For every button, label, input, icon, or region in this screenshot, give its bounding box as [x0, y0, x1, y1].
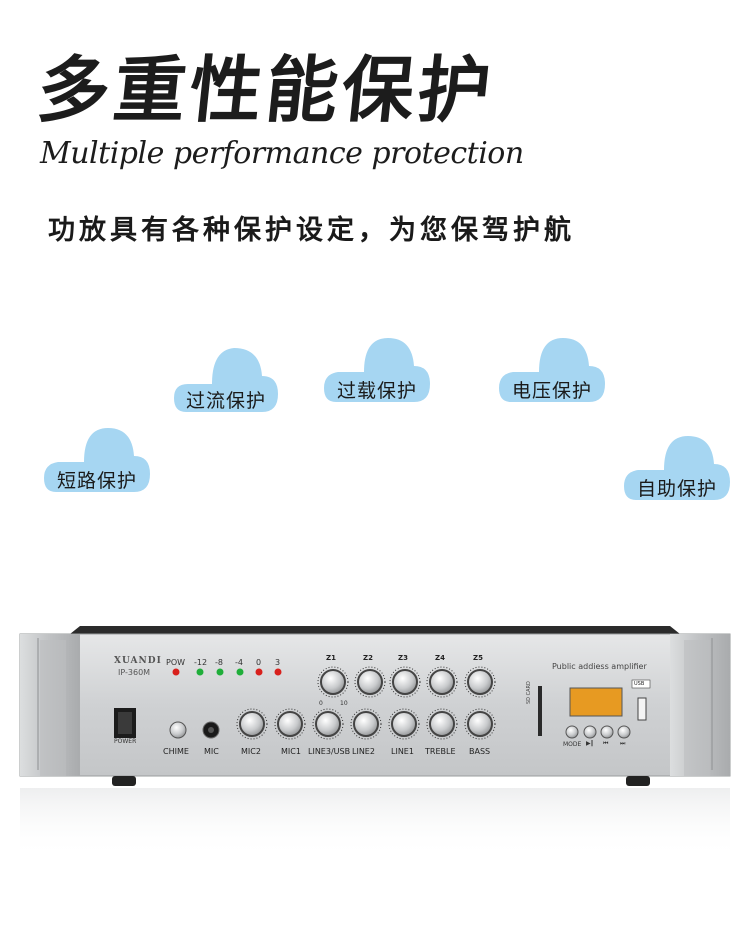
mic1-label: MIC1	[281, 747, 301, 756]
model-label: IP-360M	[118, 668, 151, 677]
cloud-voltage: 电压保护	[497, 334, 607, 406]
zone-label-4: Z4	[435, 654, 445, 662]
line1-label: LINE1	[391, 747, 414, 756]
zone-knob-4[interactable]	[426, 666, 458, 698]
chime-label: CHIME	[163, 747, 189, 756]
product-name: Public addiess amplifier	[552, 662, 647, 671]
treble-label: TREBLE	[425, 747, 456, 756]
pow-label: POW	[166, 658, 186, 667]
vu-label-2: -8	[215, 658, 223, 667]
zone-label-5: Z5	[473, 654, 483, 662]
zone-knob-1[interactable]	[317, 666, 349, 698]
mic1-knob[interactable]	[274, 708, 306, 740]
prev-label: ⏮	[603, 740, 609, 747]
scale-max-label: 10	[340, 700, 348, 707]
power-label: POWER	[114, 738, 137, 745]
bass-label: BASS	[469, 747, 491, 756]
vu-label-5: 3	[275, 658, 281, 667]
play-pause-label: ▶‖	[586, 740, 594, 747]
usb-label: USB	[634, 681, 645, 687]
zone-knob-5[interactable]	[464, 666, 496, 698]
zone-label-1: Z1	[326, 654, 336, 662]
hero-title: 多重性能保护	[33, 48, 499, 132]
cloud-label-overload: 过载保护	[336, 380, 417, 402]
line2-label: LINE2	[352, 747, 375, 756]
cloud-icon	[324, 338, 430, 402]
mic2-label: MIC2	[241, 747, 261, 756]
amplifier-device: XUANDI IP-360M POWER POW -12 -8 -4 0 3 Z…	[0, 620, 750, 926]
hero-subtitle: Multiple performance protection	[40, 136, 524, 171]
bass-knob[interactable]	[464, 708, 496, 740]
mic-label: MIC	[204, 747, 219, 756]
zone-knob-3[interactable]	[389, 666, 421, 698]
vu-label-1: -12	[194, 658, 208, 667]
cloud-short-circuit: 短路保护	[42, 424, 152, 496]
vu-label-4: 0	[256, 658, 262, 667]
cloud-overcurrent: 过流保护	[172, 342, 280, 416]
line3-usb-label: LINE3/USB	[308, 747, 351, 756]
cloud-label-overcurrent: 过流保护	[185, 390, 266, 412]
cloud-label-short-circuit: 短路保护	[56, 470, 137, 492]
zone-knob-2[interactable]	[354, 666, 386, 698]
cloud-icon	[624, 436, 730, 500]
tagline: 功放具有各种保护设定，为您保驾护航	[48, 215, 575, 246]
brand-logo: XUANDI	[114, 656, 162, 666]
cloud-label-voltage: 电压保护	[511, 380, 592, 402]
cloud-self-help: 自助保护	[622, 432, 732, 504]
mode-label: MODE	[563, 741, 582, 748]
cloud-overload: 过载保护	[322, 334, 432, 406]
scale-min-label: 0	[319, 700, 323, 707]
sd-card-label: SD CARD	[526, 681, 532, 704]
treble-knob[interactable]	[426, 708, 458, 740]
zone-label-3: Z3	[398, 654, 408, 662]
mic2-knob[interactable]	[236, 708, 268, 740]
amplifier-illustration	[19, 626, 731, 858]
cloud-label-self-help: 自助保护	[636, 478, 717, 500]
line3-knob[interactable]	[312, 708, 344, 740]
line1-knob[interactable]	[388, 708, 420, 740]
cloud-icon	[44, 428, 150, 492]
vu-label-3: -4	[235, 658, 243, 667]
zone-label-2: Z2	[363, 654, 373, 662]
line2-knob[interactable]	[350, 708, 382, 740]
cloud-icon	[499, 338, 605, 402]
next-label: ⏭	[620, 740, 626, 747]
cloud-icon	[174, 348, 278, 412]
